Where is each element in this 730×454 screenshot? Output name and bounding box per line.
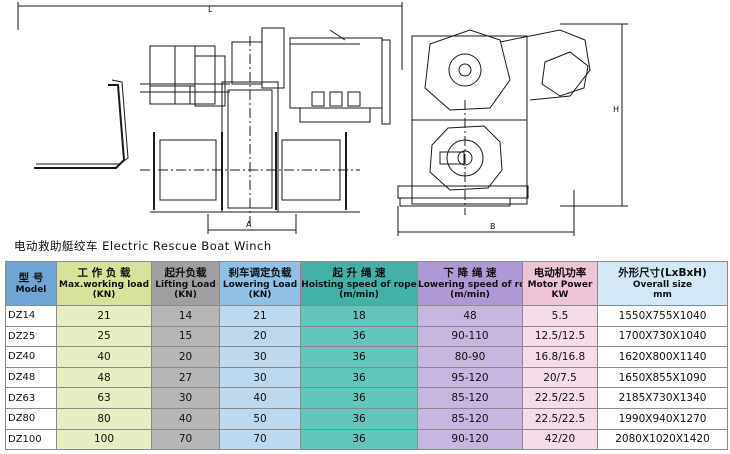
table-row: DZ25 25 15 20 36 90-110 12.5/12.5 1700X7… [5,325,728,348]
cell-overall-size: 1990X940X1270 [597,407,728,430]
cell-lifting-load: 40 [151,407,220,430]
cell-lowering-load: 30 [219,366,301,389]
cell-hoisting-speed: 36 [300,325,418,348]
cell-max-working-load: 80 [56,407,152,430]
cell-lifting-load: 15 [151,325,220,348]
cell-lowering-speed: 48 [417,305,523,327]
cell-lowering-load: 21 [219,305,301,327]
cell-max-working-load: 63 [56,387,152,409]
cell-max-working-load: 100 [56,428,152,451]
dim-label-H: H [613,105,619,114]
cell-lowering-speed: 90-120 [417,428,523,451]
dim-label-A: A [246,220,252,229]
cell-model: DZ80 [5,407,57,430]
cell-motor-power: 5.5 [522,305,598,327]
winch-technical-drawing: L A B H [17,2,628,236]
cell-hoisting-speed: 18 [300,305,418,327]
cell-lifting-load: 14 [151,305,220,327]
cell-lowering-speed: 85-120 [417,407,523,430]
cell-hoisting-speed: 36 [300,366,418,389]
cell-max-working-load: 48 [56,366,152,389]
table-row: DZ100 100 70 70 36 90-120 42/20 2080X102… [5,428,728,451]
cell-lowering-load: 50 [219,407,301,430]
cell-hoisting-speed: 36 [300,387,418,409]
dim-label-L: L [208,5,213,14]
cell-motor-power: 22.5/22.5 [522,387,598,409]
cell-model: DZ14 [5,305,57,327]
cell-overall-size: 2080X1020X1420 [597,428,728,451]
cell-lowering-load: 70 [219,428,301,451]
cell-hoisting-speed: 36 [300,407,418,430]
cell-lifting-load: 30 [151,387,220,409]
cell-model: DZ63 [5,387,57,409]
cell-hoisting-speed: 36 [300,428,418,451]
cell-max-working-load: 25 [56,325,152,348]
cell-lifting-load: 20 [151,346,220,368]
cell-model: DZ48 [5,366,57,389]
cell-lowering-speed: 85-120 [417,387,523,409]
cell-lowering-speed: 95-120 [417,366,523,389]
cell-motor-power: 22.5/22.5 [522,407,598,430]
cell-model: DZ25 [5,325,57,348]
cell-overall-size: 2185X730X1340 [597,387,728,409]
table-row: DZ80 80 40 50 36 85-120 22.5/22.5 1990X9… [5,407,728,430]
cell-max-working-load: 21 [56,305,152,327]
cell-overall-size: 1620X800X1140 [597,346,728,368]
cell-motor-power: 16.8/16.8 [522,346,598,368]
cell-lowering-load: 30 [219,346,301,368]
dim-label-B: B [490,222,496,231]
table-row: DZ48 48 27 30 36 95-120 20/7.5 1650X855X… [5,366,728,389]
cell-overall-size: 1550X755X1040 [597,305,728,327]
table-row: DZ40 40 20 30 36 80-90 16.8/16.8 1620X80… [5,346,728,368]
table-row: DZ14 21 14 21 18 48 5.5 1550X755X1040 [5,305,728,327]
cell-overall-size: 1700X730X1040 [597,325,728,348]
cell-model: DZ40 [5,346,57,368]
cell-lowering-load: 20 [219,325,301,348]
cell-lifting-load: 70 [151,428,220,451]
cell-motor-power: 12.5/12.5 [522,325,598,348]
cell-lowering-load: 40 [219,387,301,409]
cell-max-working-load: 40 [56,346,152,368]
cell-hoisting-speed: 36 [300,346,418,368]
table-caption: 电动救助艇绞车 Electric Rescue Boat Winch [14,239,272,253]
cell-lifting-load: 27 [151,366,220,389]
cell-overall-size: 1650X855X1090 [597,366,728,389]
cell-lowering-speed: 90-110 [417,325,523,348]
cell-model: DZ100 [5,428,57,451]
cell-lowering-speed: 80-90 [417,346,523,368]
table-row: DZ63 63 30 40 36 85-120 22.5/22.5 2185X7… [5,387,728,409]
cell-motor-power: 42/20 [522,428,598,451]
cell-motor-power: 20/7.5 [522,366,598,389]
